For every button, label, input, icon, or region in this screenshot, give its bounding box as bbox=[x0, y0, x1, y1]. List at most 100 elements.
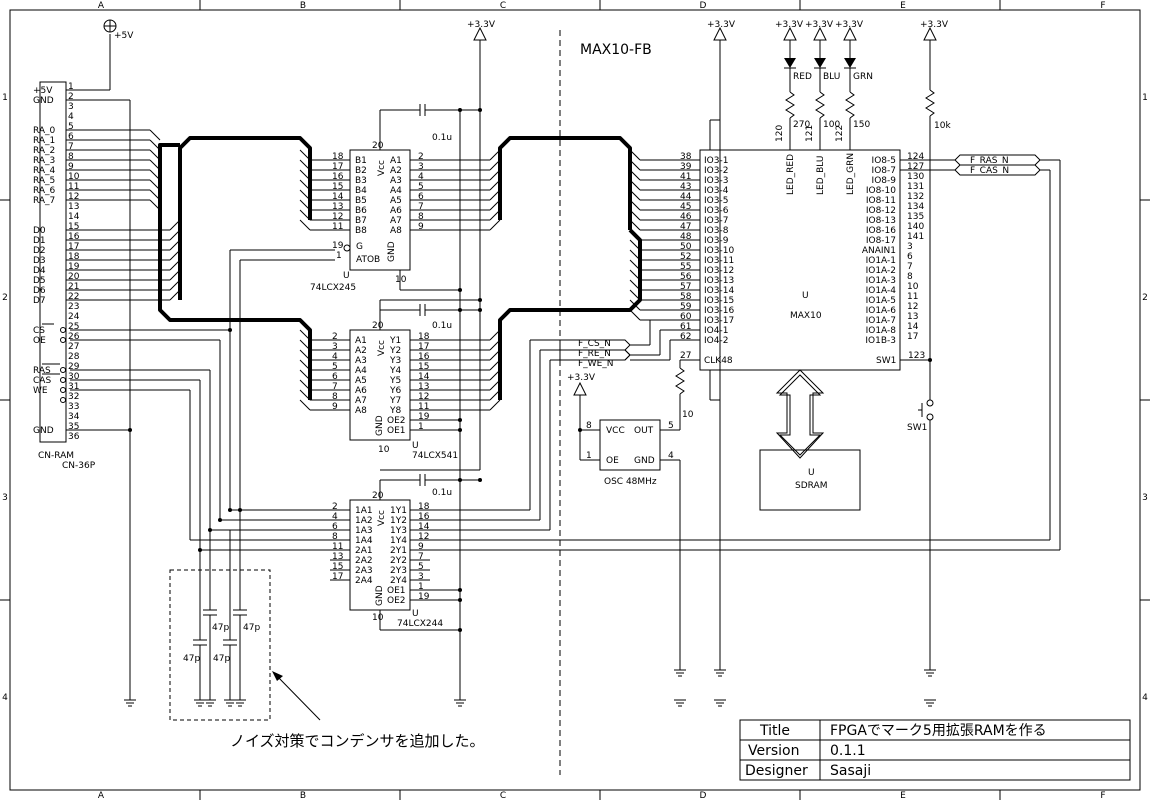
connector-label: RA_1 bbox=[33, 136, 55, 146]
pin-bubble bbox=[60, 397, 66, 403]
u245-ref: U bbox=[343, 271, 350, 281]
fpga-pin-label: IO3-2 bbox=[704, 166, 728, 176]
address-tap bbox=[149, 159, 161, 171]
fpga-pin-label: IO8-11 bbox=[866, 196, 896, 206]
u245-gnd: GND bbox=[387, 241, 397, 262]
ic-bus-tap bbox=[489, 159, 501, 171]
fpga-pin-label: IO8-10 bbox=[866, 186, 896, 196]
fpga-pin-number: 140 bbox=[907, 222, 924, 232]
row-1-right: 1 bbox=[1142, 93, 1148, 103]
connector-label: +5V bbox=[33, 86, 53, 96]
ic-pin-number: 7 bbox=[418, 202, 424, 212]
max10-sw-num: 123 bbox=[908, 351, 925, 361]
connector-pin-number: 18 bbox=[68, 252, 80, 262]
ic-pin-label: A3 bbox=[390, 176, 402, 186]
fpga-pin-number: 61 bbox=[680, 322, 691, 332]
cap47-4: 47p bbox=[213, 654, 230, 664]
ic-pin-label: 1Y4 bbox=[390, 536, 407, 546]
ic-pin-number: 14 bbox=[418, 372, 430, 382]
cap47-1: 47p bbox=[212, 623, 229, 633]
connector-pin-number: 26 bbox=[68, 332, 80, 342]
fpga-pin-label: IO3-13 bbox=[704, 276, 734, 286]
ic-pin-label: A8 bbox=[390, 226, 402, 236]
fpga-pin-number: 43 bbox=[680, 182, 691, 192]
ic-pin-label: Y3 bbox=[389, 356, 401, 366]
resistor bbox=[815, 91, 825, 119]
ic-pin-number: 16 bbox=[332, 172, 344, 182]
address-tap bbox=[149, 199, 161, 211]
ic-pin-label: 2Y1 bbox=[390, 546, 407, 556]
ic-bus-tap bbox=[299, 379, 311, 391]
col-a-bottom: A bbox=[98, 791, 105, 800]
connector-label: RA_4 bbox=[33, 166, 56, 176]
connector-pin-number: 5 bbox=[68, 122, 74, 132]
ic-bus-tap bbox=[299, 329, 311, 341]
connector-pin-number: 21 bbox=[68, 282, 79, 292]
connector-pin-number: 14 bbox=[68, 212, 80, 222]
ic-bus-tap bbox=[489, 369, 501, 381]
fpga-max10: IO3-138IO3-239IO3-341IO3-443IO3-544IO3-6… bbox=[629, 20, 930, 670]
fpga-pin-number: 60 bbox=[680, 312, 692, 322]
ic-pin-label: Y1 bbox=[389, 336, 401, 346]
ic-pin-number: 9 bbox=[332, 402, 338, 412]
connector-label: RA_3 bbox=[33, 156, 55, 166]
ic-pin-label: 2Y2 bbox=[390, 556, 407, 566]
ic-pin-number: 16 bbox=[418, 512, 430, 522]
ic-bus-tap bbox=[299, 369, 311, 381]
fpga-bus-tap bbox=[629, 299, 641, 311]
u244-vcc-pin: 20 bbox=[372, 491, 384, 501]
ic-pin-label: B5 bbox=[355, 196, 367, 206]
ground-symbols bbox=[124, 669, 936, 707]
ic-pin-label: B6 bbox=[355, 206, 367, 216]
connector-pin-number: 31 bbox=[68, 382, 79, 392]
fpga-pin-number: 45 bbox=[680, 202, 691, 212]
ic-pin-number: 13 bbox=[332, 202, 343, 212]
ic-pin-label: A4 bbox=[355, 366, 367, 376]
fpga-pin-label: IO3-12 bbox=[704, 266, 734, 276]
osc-vcc-num: 8 bbox=[586, 421, 592, 431]
ic-pin-number: 15 bbox=[418, 362, 429, 372]
ic-pin-number: 2 bbox=[418, 152, 424, 162]
ic-bus-tap bbox=[489, 399, 501, 411]
ic-pin-number: 6 bbox=[332, 372, 338, 382]
row-3-left: 3 bbox=[2, 493, 8, 503]
u245-atob-num: 1 bbox=[336, 251, 342, 261]
u244-vcc: Vcc bbox=[377, 510, 387, 526]
connector-pin-number: 8 bbox=[68, 152, 74, 162]
osc-oe: OE bbox=[606, 456, 619, 466]
data-tap bbox=[169, 289, 181, 301]
ic-pin-label: 1A2 bbox=[355, 516, 373, 526]
u244-ref: U bbox=[412, 609, 419, 619]
ic-bus-tap bbox=[489, 189, 501, 201]
control-wiring bbox=[70, 249, 335, 600]
ic-pin-number: 14 bbox=[418, 522, 430, 532]
ic-bus-tap bbox=[489, 329, 501, 341]
pullup-switch: +3.3V 10k SW1 bbox=[907, 20, 951, 670]
ic-bus-tap bbox=[489, 219, 501, 231]
ic-pin-number: 12 bbox=[418, 392, 429, 402]
u244-gnd: GND bbox=[375, 585, 385, 606]
fpga-bus-tap bbox=[629, 219, 641, 231]
fpga-pin-number: 7 bbox=[907, 262, 913, 272]
ic-pin-label: A6 bbox=[390, 206, 402, 216]
connector-pin-number: 35 bbox=[68, 422, 79, 432]
connector-label: WE bbox=[33, 386, 48, 396]
fpga-pin-number: 41 bbox=[680, 172, 691, 182]
connector-label: D1 bbox=[33, 236, 46, 246]
ic-pin-label: Y7 bbox=[389, 396, 401, 406]
fpga-pin-label: IO8-16 bbox=[866, 226, 896, 236]
switch-ref: SW1 bbox=[907, 423, 927, 433]
fpga-bus-tap bbox=[629, 169, 641, 181]
oe-number: 1 bbox=[418, 422, 424, 432]
fpga-pin-number: 10 bbox=[907, 282, 919, 292]
ic-pin-number: 16 bbox=[418, 352, 430, 362]
u541-vcc-pin: 20 bbox=[372, 321, 384, 331]
fpga-pin-number: 135 bbox=[907, 212, 924, 222]
ic-pin-number: 17 bbox=[332, 162, 343, 172]
ic-pin-label: 2Y3 bbox=[390, 566, 407, 576]
ic-bus-tap bbox=[299, 159, 311, 171]
fpga-pin-label: IO3-15 bbox=[704, 296, 734, 306]
version-label: Version bbox=[748, 743, 799, 759]
